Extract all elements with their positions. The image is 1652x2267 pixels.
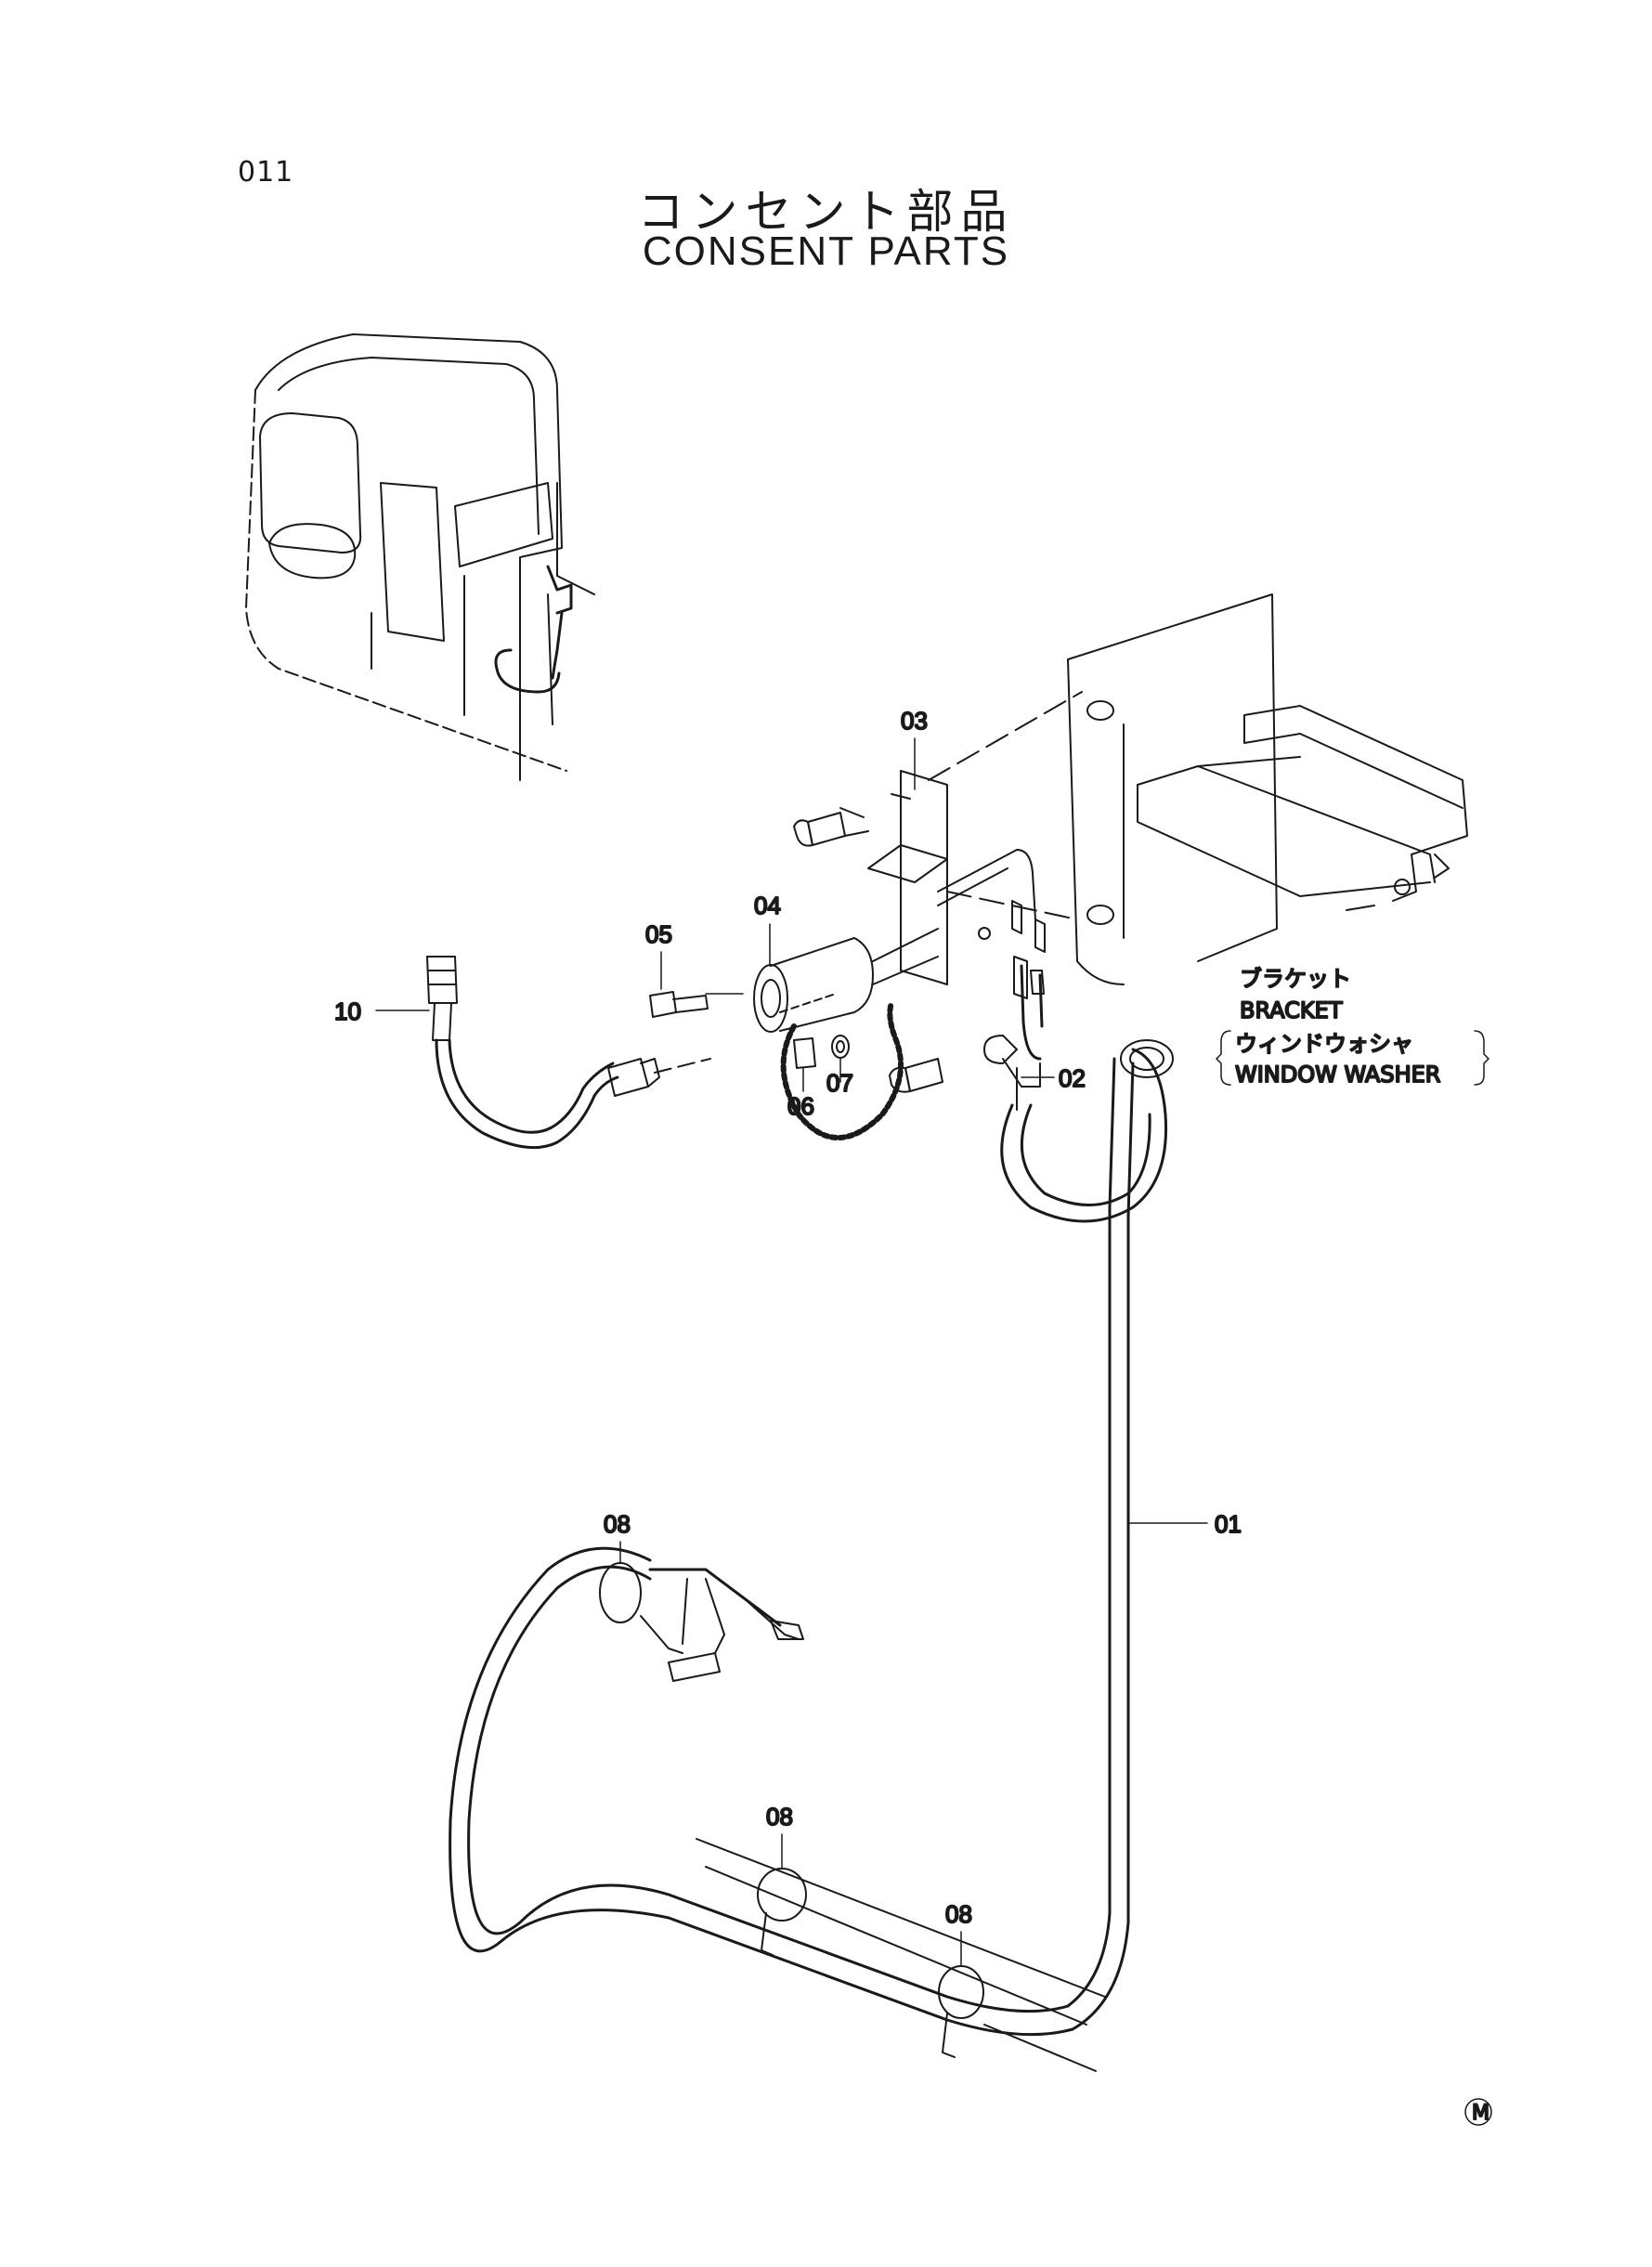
title-english: CONSENT PARTS xyxy=(642,228,1010,274)
callout-02: 02 xyxy=(1059,1064,1086,1092)
note-left-brace xyxy=(1216,1030,1231,1086)
note-sub-jp: ウィンドウォシャ xyxy=(1235,1031,1413,1057)
callout-05: 05 xyxy=(645,920,672,948)
bolt-05 xyxy=(649,991,709,1018)
bolt-upper xyxy=(793,807,869,847)
note-sub-en: WINDOW WASHER xyxy=(1235,1062,1440,1088)
note-bracket-jp: ブラケット xyxy=(1240,966,1351,992)
page-number: 011 xyxy=(238,156,294,189)
corner-mark-circle xyxy=(1464,2098,1492,2126)
callout-01: 01 xyxy=(1215,1510,1242,1538)
callout-10: 10 xyxy=(334,997,361,1025)
cap-chain xyxy=(780,1000,904,1140)
callout-07: 07 xyxy=(826,1069,853,1097)
title-japanese: コンセント部品 xyxy=(637,185,1015,239)
part-03-plate xyxy=(867,691,1083,985)
window-washer-bracket xyxy=(1067,593,1468,985)
callout-08-upper: 08 xyxy=(604,1510,631,1538)
note-right-brace xyxy=(1474,1030,1489,1086)
cab-overview xyxy=(245,333,595,781)
corner-mark-letter: M xyxy=(1472,2102,1489,2125)
callout-04: 04 xyxy=(754,892,781,919)
note-bracket-en: BRACKET xyxy=(1240,997,1343,1023)
callout-08-lower: 08 xyxy=(945,1900,972,1928)
bolt-06-washer-07 xyxy=(793,1035,850,1069)
callout-06: 06 xyxy=(787,1092,814,1120)
clamp-08-upper xyxy=(599,1562,683,1654)
part-02-clamp xyxy=(983,956,1045,1111)
connector-10 xyxy=(426,956,711,1150)
callout-08-middle: 08 xyxy=(766,1803,793,1831)
leader-lines xyxy=(375,737,1208,1967)
harness-01 xyxy=(449,1039,1174,2072)
callout-03: 03 xyxy=(901,707,928,735)
part-04-socket xyxy=(753,849,1046,1033)
